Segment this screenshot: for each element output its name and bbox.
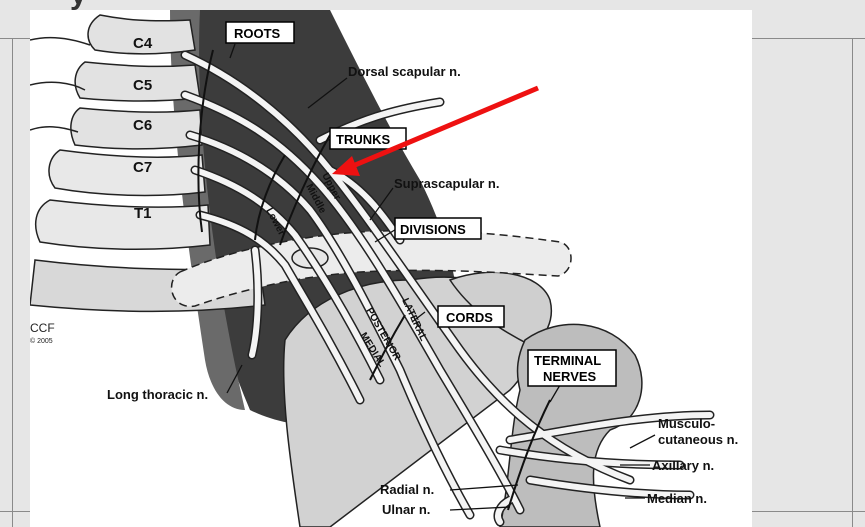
vertebra-c5-label: C5 [133, 77, 152, 94]
terminal-nerves-box: TERMINAL NERVES [528, 350, 616, 386]
vertebra-c7-label: C7 [133, 159, 152, 176]
terminal-label-line1: TERMINAL [534, 353, 601, 368]
slide-rule-left [12, 38, 13, 527]
roots-label: ROOTS [234, 26, 281, 41]
vertebra-c4-label: C4 [133, 35, 153, 52]
dorsal-scapular-label: Dorsal scapular n. [348, 64, 461, 79]
divisions-label: DIVISIONS [400, 222, 466, 237]
musculocutaneous-label-line2: cutaneous n. [658, 432, 738, 447]
vertebra-t1-label: T1 [134, 205, 152, 222]
brachial-plexus-figure: C4 C5 C6 C7 T1 ROOTS TRUNKS DIVISIONS CO… [30, 10, 752, 527]
trunks-label: TRUNKS [336, 132, 390, 147]
credit-year: © 2005 [30, 337, 53, 345]
musculocutaneous-label-line1: Musculo- [658, 416, 715, 431]
long-thoracic-label: Long thoracic n. [107, 387, 208, 402]
cords-label: CORDS [446, 310, 493, 325]
ulnar-label: Ulnar n. [382, 502, 430, 517]
cords-box: CORDS [438, 306, 504, 327]
terminal-label-line2: NERVES [543, 369, 597, 384]
slide-rule-right [852, 38, 853, 527]
radial-label: Radial n. [380, 482, 434, 497]
brachial-plexus-diagram: C4 C5 C6 C7 T1 ROOTS TRUNKS DIVISIONS CO… [30, 10, 752, 527]
median-label: Median n. [647, 491, 707, 506]
divisions-box: DIVISIONS [395, 218, 481, 239]
vertebra-c6-label: C6 [133, 117, 152, 134]
suprascapular-label: Suprascapular n. [394, 176, 499, 191]
credit-org: CCF [30, 321, 55, 335]
axillary-label: Axillary n. [652, 458, 714, 473]
roots-box: ROOTS [226, 22, 294, 43]
